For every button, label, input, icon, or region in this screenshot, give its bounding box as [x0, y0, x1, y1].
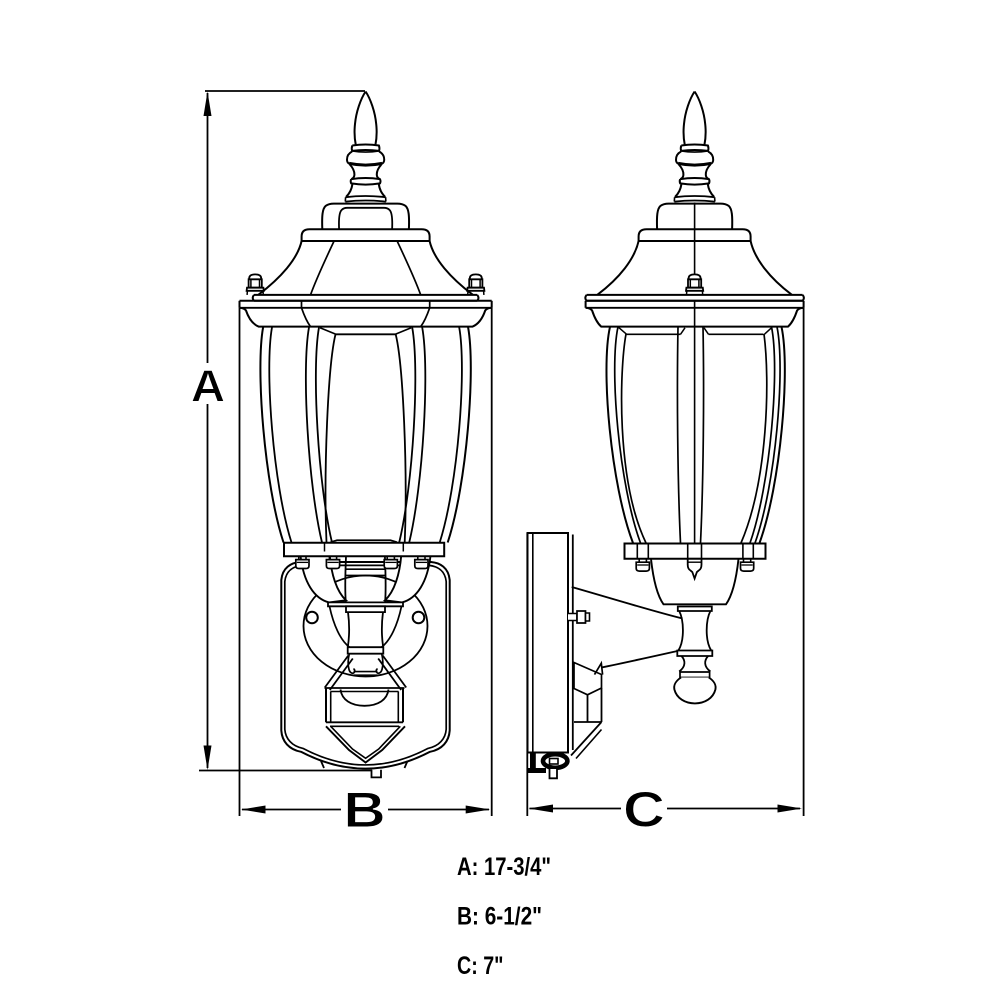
svg-text:C: 7": C: 7"	[457, 952, 504, 980]
svg-text:C: C	[623, 781, 665, 838]
svg-text:B: 6-1/2": B: 6-1/2"	[457, 903, 542, 931]
svg-text:A: 17-3/4": A: 17-3/4"	[457, 853, 551, 881]
svg-text:A: A	[191, 361, 225, 412]
svg-text:B: B	[343, 781, 385, 838]
